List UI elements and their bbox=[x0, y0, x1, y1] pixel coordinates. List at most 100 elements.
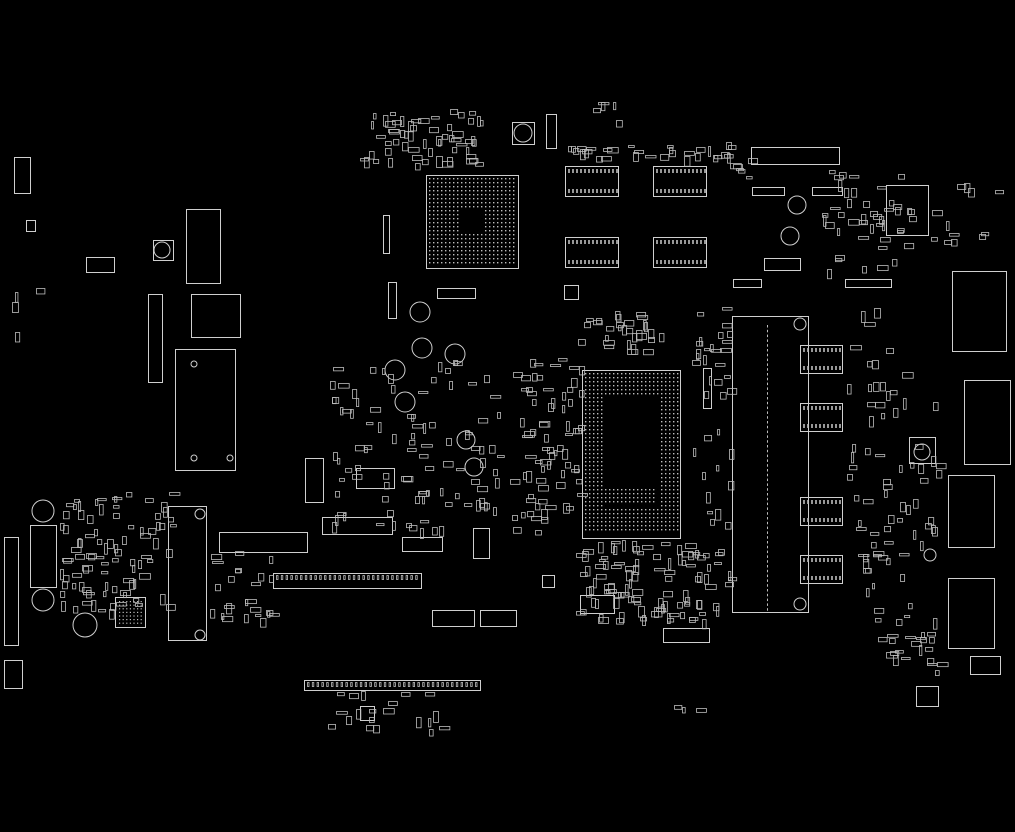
bga-ball bbox=[437, 198, 439, 200]
pad bbox=[677, 545, 683, 556]
bga-ball bbox=[593, 389, 595, 391]
bga-ball bbox=[633, 377, 635, 379]
bga-ball bbox=[481, 254, 483, 256]
bga-ball bbox=[513, 238, 515, 240]
bga-ball bbox=[513, 230, 515, 232]
pad bbox=[452, 131, 464, 138]
bga-ball bbox=[445, 206, 447, 208]
bga-ball bbox=[609, 521, 611, 523]
pad bbox=[418, 491, 429, 497]
pad bbox=[884, 541, 894, 545]
pad bbox=[412, 155, 423, 162]
component-outline bbox=[473, 528, 490, 559]
bga-ball bbox=[601, 469, 603, 471]
pad bbox=[611, 543, 615, 554]
bga-ball bbox=[453, 210, 455, 212]
pad bbox=[569, 366, 580, 370]
bga-ball bbox=[597, 473, 599, 475]
bga-ball bbox=[593, 413, 595, 415]
pad bbox=[109, 609, 115, 620]
bga-ball bbox=[493, 218, 495, 220]
component-outline bbox=[219, 532, 308, 553]
bga-ball bbox=[441, 198, 443, 200]
bga-ball bbox=[657, 373, 659, 375]
pad bbox=[929, 637, 935, 644]
component-outline bbox=[356, 468, 395, 489]
bga-ball bbox=[589, 449, 591, 451]
bga-ball bbox=[133, 622, 135, 624]
pad bbox=[815, 348, 817, 352]
pad bbox=[431, 116, 440, 120]
pad bbox=[421, 444, 433, 448]
pad bbox=[654, 607, 659, 618]
slot-pin bbox=[767, 421, 768, 424]
pad bbox=[886, 558, 891, 566]
pad bbox=[727, 153, 731, 164]
bga-ball bbox=[673, 509, 675, 511]
bga-ball bbox=[137, 604, 139, 606]
bga-ball bbox=[453, 226, 455, 228]
pad bbox=[667, 613, 671, 624]
pad bbox=[884, 208, 894, 212]
bga-ball bbox=[493, 242, 495, 244]
bga-ball bbox=[429, 262, 431, 264]
pad bbox=[636, 333, 647, 340]
bga-ball bbox=[122, 619, 124, 621]
component-outline bbox=[970, 656, 1001, 675]
pad bbox=[449, 135, 455, 143]
pad bbox=[588, 189, 590, 193]
bga-ball bbox=[661, 489, 663, 491]
bga-ball bbox=[437, 182, 439, 184]
bga-ball bbox=[593, 453, 595, 455]
bga-ball bbox=[601, 477, 603, 479]
bga-ball bbox=[589, 489, 591, 491]
bga-ball bbox=[601, 509, 603, 511]
bga-ball bbox=[437, 214, 439, 216]
bga-ball bbox=[485, 258, 487, 260]
pad bbox=[680, 260, 682, 264]
bga-ball bbox=[617, 381, 619, 383]
pad bbox=[598, 617, 609, 624]
pad bbox=[75, 554, 86, 560]
bga-ball bbox=[637, 525, 639, 527]
bga-ball bbox=[509, 198, 511, 200]
bga-ball bbox=[661, 417, 663, 419]
bga-ball bbox=[649, 385, 651, 387]
bga-ball bbox=[429, 194, 431, 196]
bga-ball bbox=[497, 206, 499, 208]
bga-ball bbox=[665, 509, 667, 511]
pad bbox=[827, 518, 829, 522]
bga-ball bbox=[637, 377, 639, 379]
pad bbox=[568, 169, 570, 173]
bga-ball bbox=[597, 509, 599, 511]
bga-ball bbox=[673, 445, 675, 447]
component-outline bbox=[565, 166, 619, 197]
component-outline bbox=[800, 555, 843, 584]
pad bbox=[664, 240, 666, 244]
bga-ball bbox=[625, 525, 627, 527]
pad bbox=[819, 348, 821, 352]
bga-ball bbox=[509, 234, 511, 236]
pad bbox=[704, 169, 706, 173]
pad bbox=[642, 615, 646, 626]
bga-ball bbox=[661, 373, 663, 375]
slot-pin bbox=[767, 531, 768, 534]
mount-hole bbox=[153, 241, 171, 259]
bga-ball bbox=[653, 385, 655, 387]
pad bbox=[902, 372, 914, 379]
bga-ball bbox=[593, 445, 595, 447]
bga-ball bbox=[497, 210, 499, 212]
pad bbox=[811, 576, 813, 580]
pad bbox=[468, 382, 477, 386]
pad bbox=[477, 486, 489, 493]
bga-ball bbox=[473, 238, 475, 240]
bga-ball bbox=[441, 230, 443, 232]
pad bbox=[128, 525, 135, 530]
bga-ball bbox=[589, 529, 591, 531]
pad bbox=[604, 240, 606, 244]
bga-ball bbox=[441, 258, 443, 260]
pad bbox=[680, 612, 686, 620]
bga-ball bbox=[601, 505, 603, 507]
pad bbox=[634, 150, 645, 154]
